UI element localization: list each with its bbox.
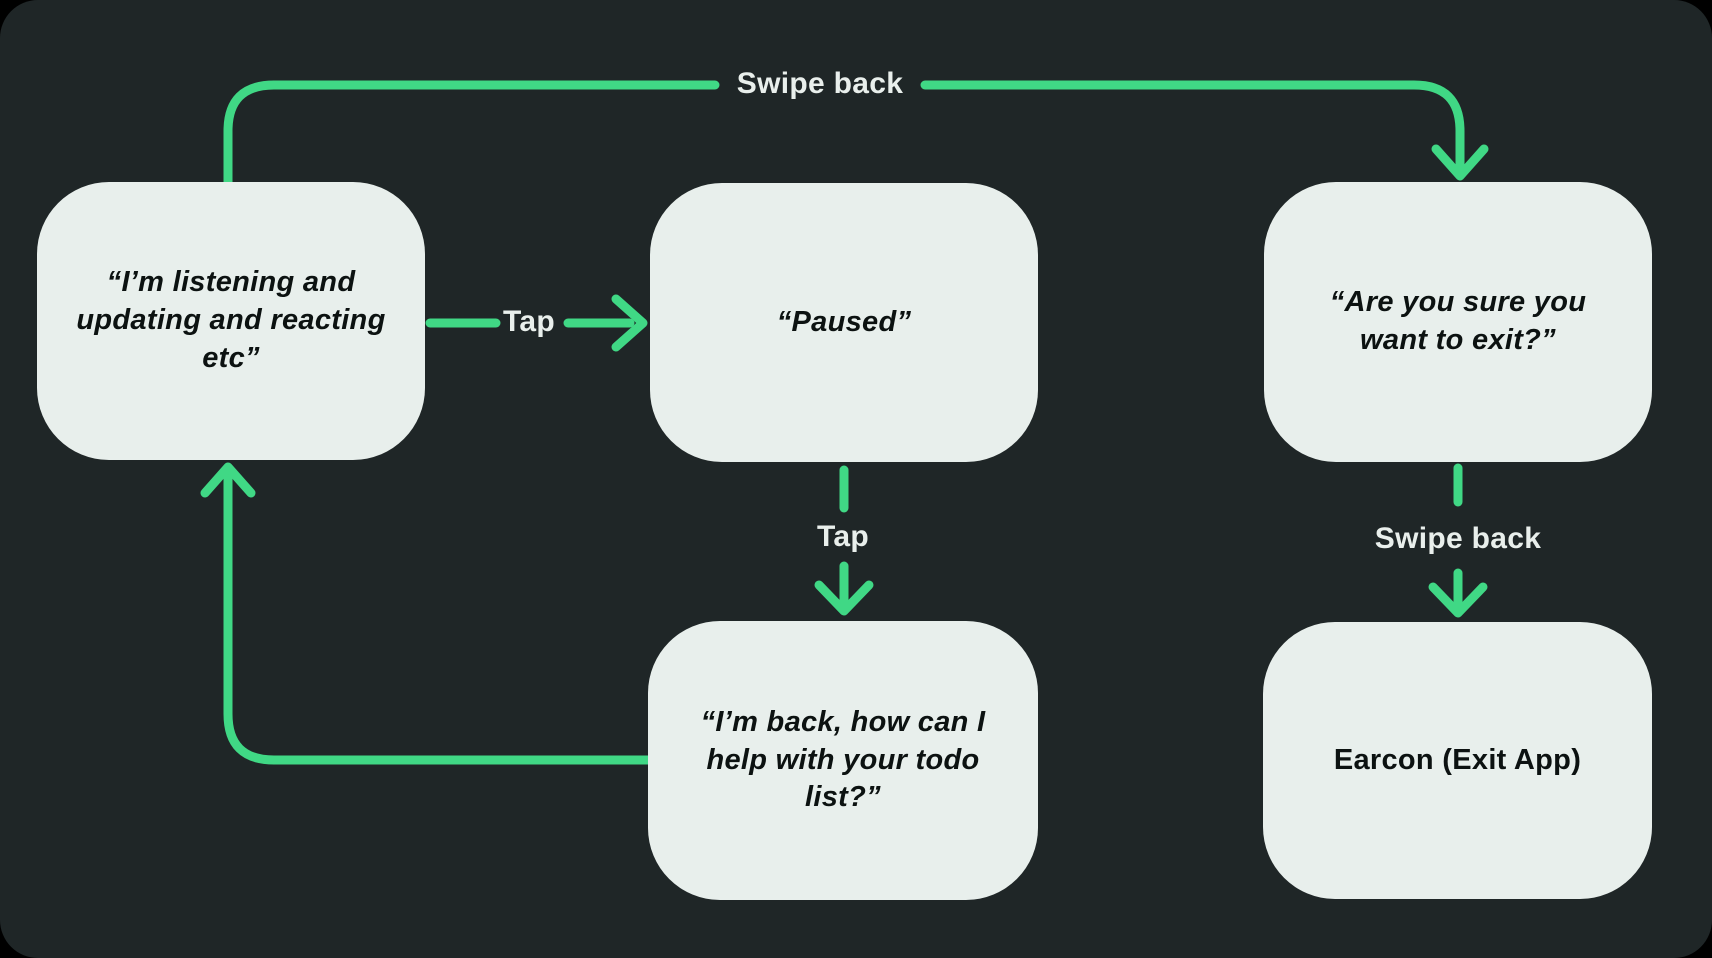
arrowhead-down-icon xyxy=(814,580,874,616)
arrowhead-down-icon xyxy=(1428,582,1488,618)
node-resume-state: “I’m back, how can I help with your todo… xyxy=(648,621,1038,900)
edge-label-tap-down: Tap xyxy=(816,520,870,553)
edge-loop-back-line xyxy=(223,469,653,765)
edge-tap-down xyxy=(814,465,874,616)
node-paused-label: “Paused” xyxy=(776,305,912,338)
node-earcon-exit-state: Earcon (Exit App) xyxy=(1263,622,1652,899)
edge-swipe-back-top-line-right xyxy=(920,80,1465,177)
node-resume-label: “I’m back, how can I help with your todo… xyxy=(700,705,986,814)
node-listening-label: “I’m listening and updating and reacting… xyxy=(76,266,386,374)
arrowhead-down-icon xyxy=(1431,144,1489,181)
node-listening-state: “I’m listening and updating and reacting… xyxy=(37,182,425,460)
edge-loop-back xyxy=(200,462,653,765)
node-exit-confirm-state: “Are you sure you want to exit?” xyxy=(1264,182,1652,462)
edge-swipe-back-top xyxy=(223,80,1489,187)
edge-swipe-back-top-line-left xyxy=(223,80,720,187)
arrowhead-up-icon xyxy=(200,462,256,498)
edge-tap-right xyxy=(425,294,648,352)
edge-swipe-back-down xyxy=(1428,463,1488,618)
node-earcon-label: Earcon (Exit App) xyxy=(1333,743,1582,776)
edge-label-swipe-back-top: Swipe back xyxy=(736,67,904,100)
arrowhead-right-icon xyxy=(611,294,648,352)
node-exit-confirm-label: “Are you sure you want to exit?” xyxy=(1329,286,1587,356)
edge-label-swipe-back-down: Swipe back xyxy=(1374,522,1542,555)
node-paused-state: “Paused” xyxy=(650,183,1038,462)
edge-label-tap-right: Tap xyxy=(502,305,556,338)
